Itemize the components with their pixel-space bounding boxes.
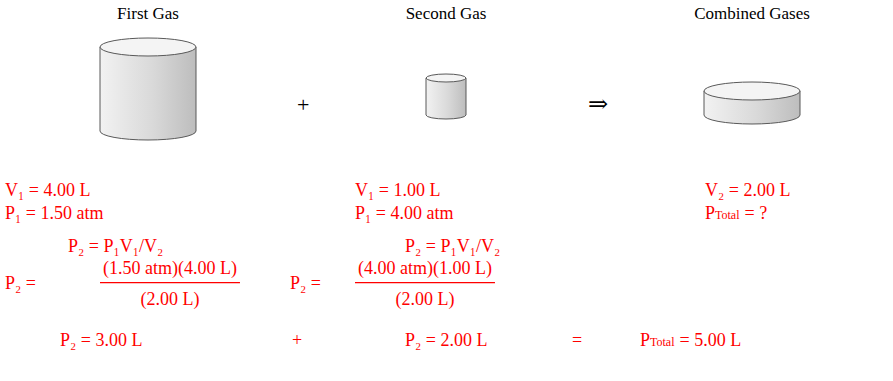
gas-cylinder: Second Gas: [404, 4, 489, 121]
cylinder-body: [426, 78, 466, 119]
boyle-equation: P₂ = P₁V₁/V₂: [68, 236, 163, 257]
cylinder-heading: Second Gas: [404, 4, 489, 24]
fraction-bar: [100, 282, 240, 283]
pressure-symbol: P: [640, 330, 650, 351]
result-value: P₂ = 2.00 L: [405, 330, 487, 351]
result-value: P₂ = 3.00 L: [60, 330, 142, 351]
result-value: = 5.00 L: [680, 330, 742, 351]
equation-lhs: P₂ =: [5, 273, 36, 294]
cylinder-top: [704, 82, 800, 100]
pressure-subscript: Total: [650, 336, 675, 350]
pressure-value: P₁ = 4.00 atm: [355, 203, 453, 224]
pressure-value: = ?: [745, 203, 768, 224]
volume-value: V₂ = 2.00 L: [705, 180, 790, 201]
cylinder-heading: First Gas: [98, 4, 198, 24]
volume-value: V₁ = 1.00 L: [355, 180, 440, 201]
pressure-subscript: Total: [715, 209, 740, 223]
gas-cylinder: First Gas: [98, 4, 198, 142]
pressure-symbol: P: [705, 203, 715, 224]
plus-sign: +: [297, 92, 309, 117]
fraction-bar: [355, 282, 495, 283]
cylinder-heading: Combined Gases: [692, 4, 812, 24]
gas-cylinder: Combined Gases: [692, 4, 812, 126]
equation-lhs: P₂ =: [290, 273, 321, 294]
cylinder-shape: [703, 81, 801, 125]
cylinder-top: [426, 74, 466, 82]
equals-sign: =: [572, 330, 582, 351]
pressure-value: P₁ = 1.50 atm: [5, 203, 103, 224]
cylinder-body: [100, 47, 196, 140]
fraction-denominator: (2.00 L): [395, 289, 454, 310]
fraction-numerator: (4.00 atm)(1.00 L): [358, 258, 492, 279]
arrow-symbol: ⇒: [588, 91, 608, 119]
plus-sign: +: [292, 330, 302, 351]
fraction-numerator: (1.50 atm)(4.00 L): [103, 258, 237, 279]
cylinder-top: [100, 38, 196, 56]
boyle-equation: P₂ = P₁V₁/V₂: [405, 236, 500, 257]
cylinder-shape: [425, 73, 467, 120]
fraction-denominator: (2.00 L): [140, 289, 199, 310]
cylinder-shape: [99, 37, 197, 141]
volume-value: V₁ = 4.00 L: [5, 180, 90, 201]
